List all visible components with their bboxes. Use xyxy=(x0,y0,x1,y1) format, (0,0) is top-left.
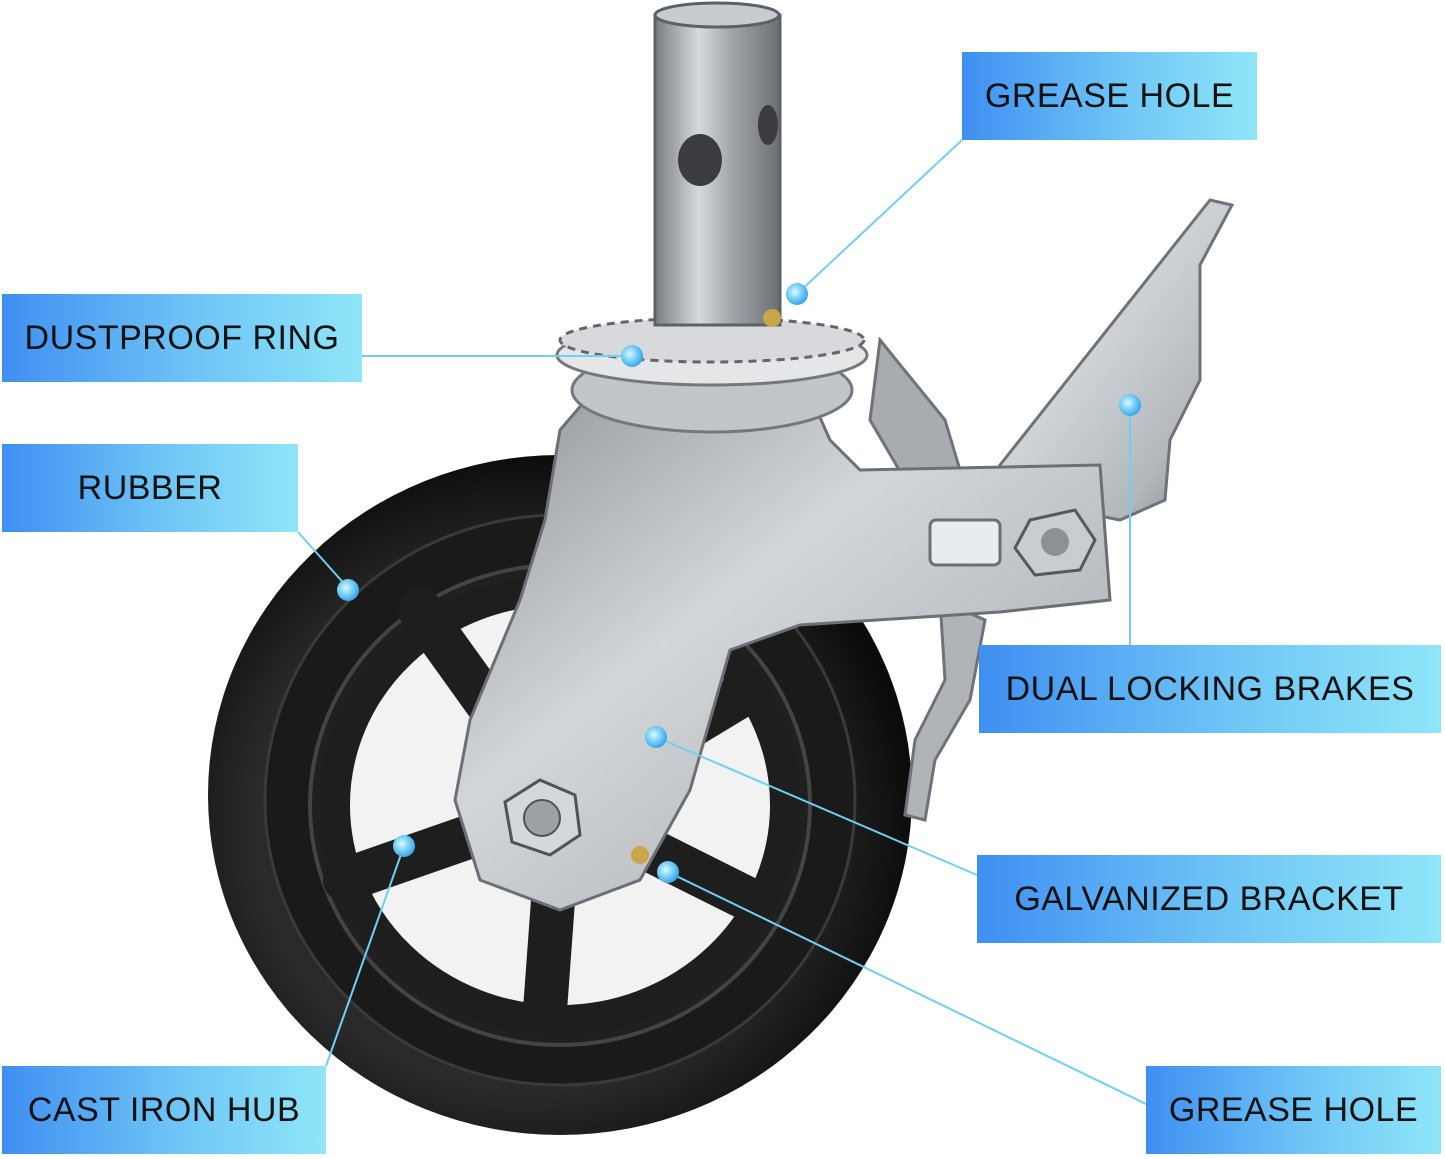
callout-dot-dustproof-ring xyxy=(621,345,643,367)
grease-fitting-bottom xyxy=(631,846,649,864)
stem xyxy=(653,1,782,327)
callout-dots xyxy=(337,283,1141,883)
callout-dot-brakes xyxy=(1119,394,1141,416)
grease-fitting-top xyxy=(763,309,781,327)
leader-lines xyxy=(297,139,1147,1105)
label-dual-locking-brakes: DUAL LOCKING BRAKES xyxy=(979,645,1441,733)
label-dustproof-ring: DUSTPROOF RING xyxy=(2,294,362,382)
label-galvanized-bracket: GALVANIZED BRACKET xyxy=(977,855,1441,943)
callout-dot-grease-hole-bottom xyxy=(657,861,679,883)
callout-dot-bracket xyxy=(645,726,667,748)
label-grease-hole-bottom: GREASE HOLE xyxy=(1146,1066,1441,1154)
label-cast-iron-hub: CAST IRON HUB xyxy=(2,1066,326,1154)
label-grease-hole-top: GREASE HOLE xyxy=(962,52,1257,140)
callout-dot-rubber xyxy=(337,579,359,601)
label-rubber: RUBBER xyxy=(2,444,298,532)
callout-dot-grease-hole-top xyxy=(786,283,808,305)
axle-nut xyxy=(503,778,582,857)
callout-dot-cast-iron-hub xyxy=(393,835,415,857)
galvanized-bracket xyxy=(453,393,1112,912)
dustproof-ring xyxy=(555,316,869,434)
